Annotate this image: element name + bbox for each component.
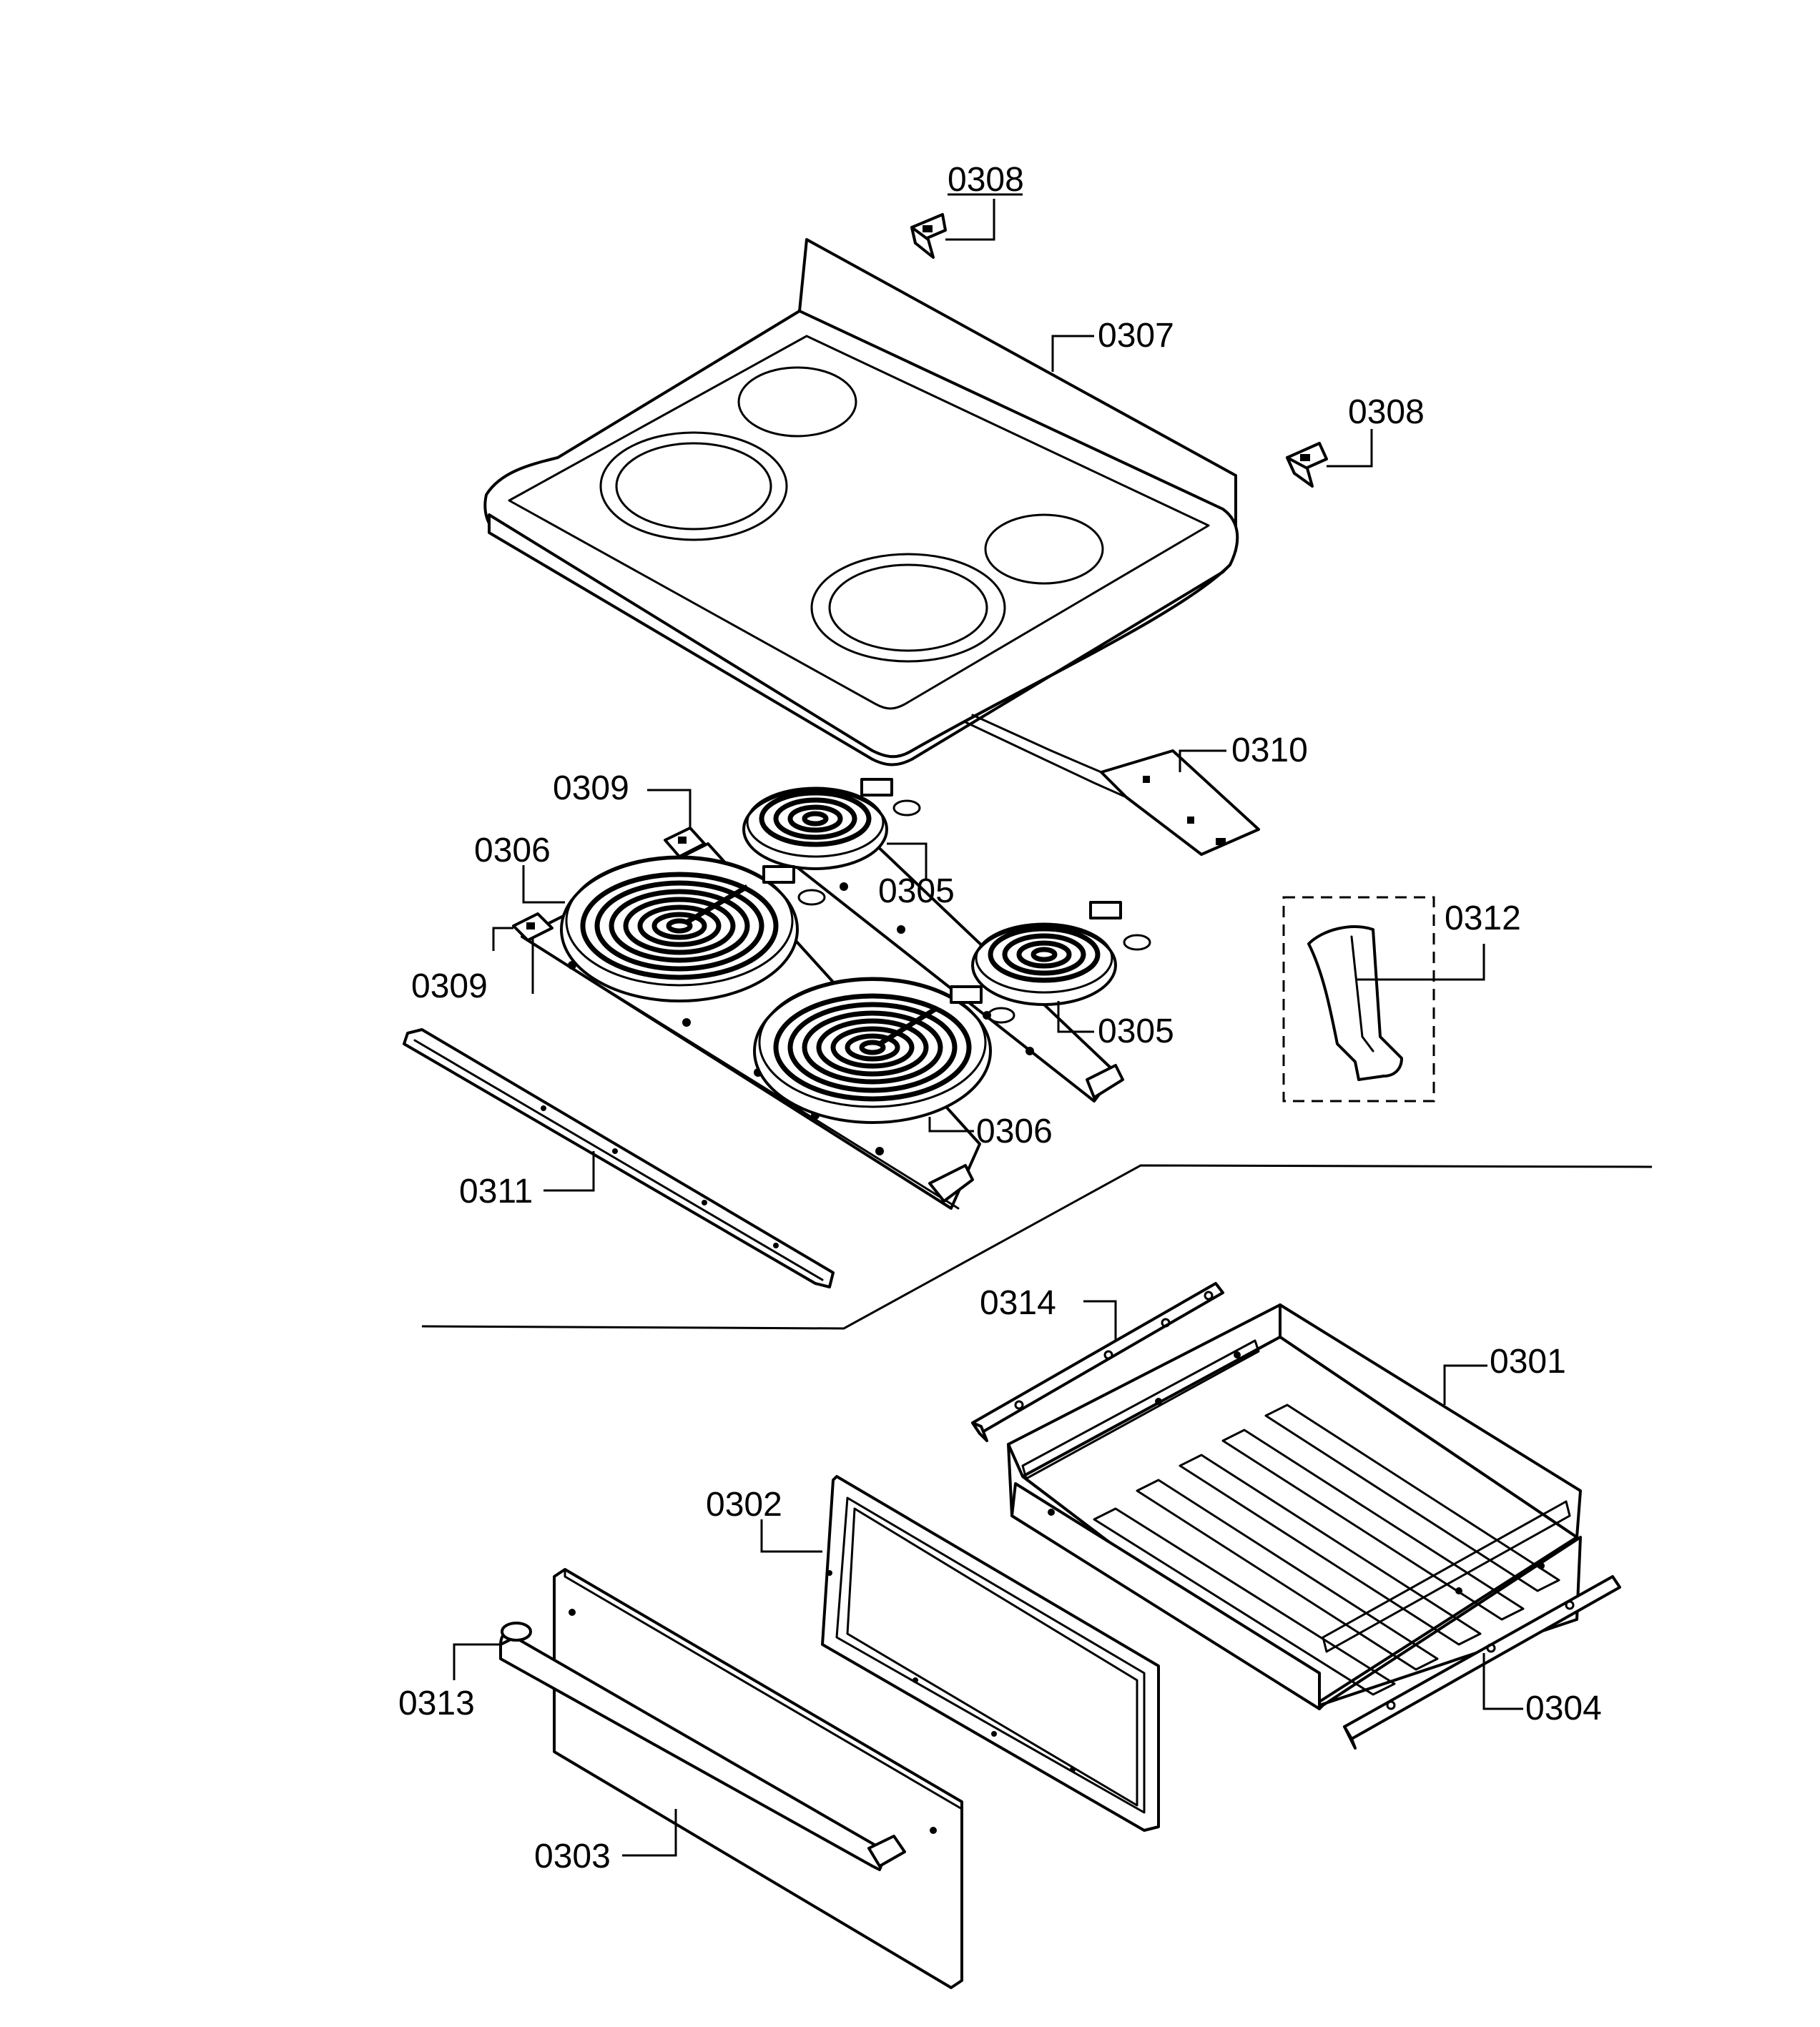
drawer-box-0301 — [1007, 1303, 1582, 1710]
label-0314: 0314 — [980, 1284, 1056, 1322]
label-0308-right: 0308 — [1348, 393, 1425, 431]
cooktop-0307 — [483, 238, 1239, 766]
label-0313: 0313 — [398, 1685, 475, 1722]
small-burner-0305-right — [971, 901, 1151, 1033]
bracket-0308-right — [1286, 429, 1373, 488]
label-0309-left: 0309 — [411, 967, 488, 1005]
small-burner-0305-top — [742, 778, 928, 879]
part-0312 — [1282, 896, 1485, 1103]
label-0306-right: 0306 — [976, 1113, 1053, 1150]
label-0305-right: 0305 — [1098, 1012, 1174, 1050]
clip-0309-top — [647, 789, 706, 858]
front-trim-0311 — [403, 1028, 835, 1288]
handle-0313 — [453, 1622, 906, 1871]
drawer-slide-0314 — [971, 1282, 1224, 1442]
label-0308-top: 0308 — [948, 161, 1024, 199]
label-0303: 0303 — [534, 1838, 611, 1875]
label-0311: 0311 — [459, 1173, 533, 1210]
drawer-slide-0304 — [1343, 1575, 1621, 1750]
label-0304: 0304 — [1525, 1690, 1602, 1727]
large-burner-0306-right — [753, 977, 1015, 1133]
label-0302: 0302 — [706, 1486, 782, 1524]
label-0310: 0310 — [1231, 731, 1308, 769]
label-0312: 0312 — [1445, 899, 1521, 937]
label-0309-top: 0309 — [553, 769, 629, 807]
label-0305-top: 0305 — [878, 872, 955, 910]
door-liner-0302 — [760, 1475, 1160, 1832]
label-0307: 0307 — [1098, 317, 1174, 355]
harness-bracket-0310 — [964, 714, 1260, 856]
label-0301: 0301 — [1490, 1343, 1566, 1381]
label-0306-left: 0306 — [474, 832, 551, 869]
clip-0309-left — [492, 912, 554, 994]
section-divider — [421, 1164, 1653, 1330]
part-labels: 0308 0307 0308 0310 0309 0306 0305 0312 … — [398, 161, 1602, 1875]
bracket-0308-top — [910, 193, 1023, 259]
large-burner-0306-left — [522, 855, 826, 1002]
